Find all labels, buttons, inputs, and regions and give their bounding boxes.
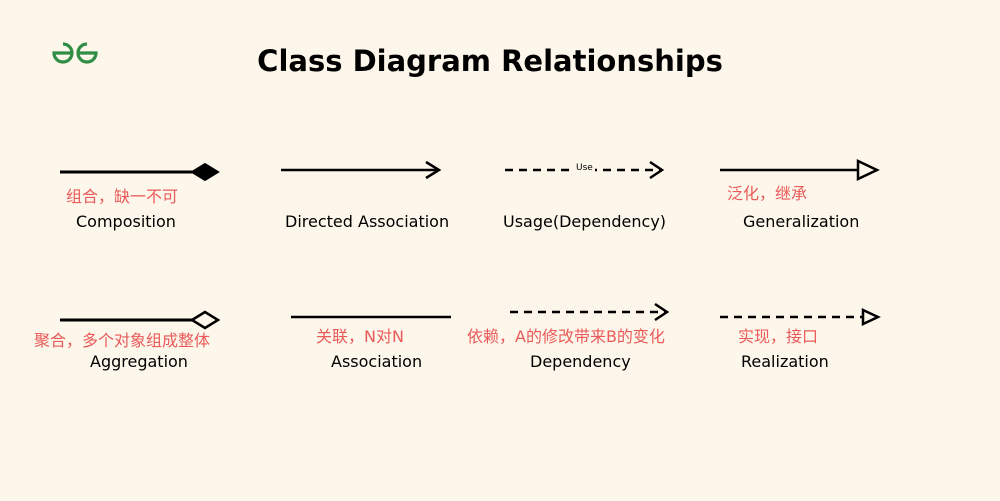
- page-title: Class Diagram Relationships: [257, 44, 723, 78]
- dependency-label: Dependency: [530, 352, 631, 371]
- usage-line-label: Use: [574, 163, 595, 173]
- realization-note: 实现，接口: [738, 327, 819, 346]
- dependency-connector-icon: [510, 302, 670, 322]
- realization-connector-icon: [720, 308, 881, 326]
- association-connector-icon: [291, 315, 451, 319]
- geeksforgeeks-logo-icon: [52, 42, 98, 64]
- association-label: Association: [331, 352, 423, 371]
- usage-dependency-connector-icon: [505, 160, 665, 180]
- dependency-note: 依赖，A的修改带来B的变化: [467, 327, 665, 346]
- directed-association-label: Directed Association: [285, 212, 450, 231]
- directed-association-connector-icon: [281, 160, 442, 180]
- aggregation-note: 聚合，多个对象组成整体: [34, 331, 211, 350]
- composition-note: 组合，缺一不可: [66, 187, 179, 206]
- generalization-connector-icon: [720, 159, 880, 181]
- composition-label: Composition: [76, 212, 176, 231]
- aggregation-connector-icon: [60, 310, 221, 330]
- association-note: 关联，N对N: [316, 327, 404, 346]
- realization-label: Realization: [741, 352, 829, 371]
- usage-dependency-label: Usage(Dependency): [503, 212, 667, 231]
- generalization-label: Generalization: [743, 212, 860, 231]
- composition-connector-icon: [60, 162, 220, 182]
- generalization-note: 泛化，继承: [727, 184, 808, 203]
- aggregation-label: Aggregation: [90, 352, 188, 371]
